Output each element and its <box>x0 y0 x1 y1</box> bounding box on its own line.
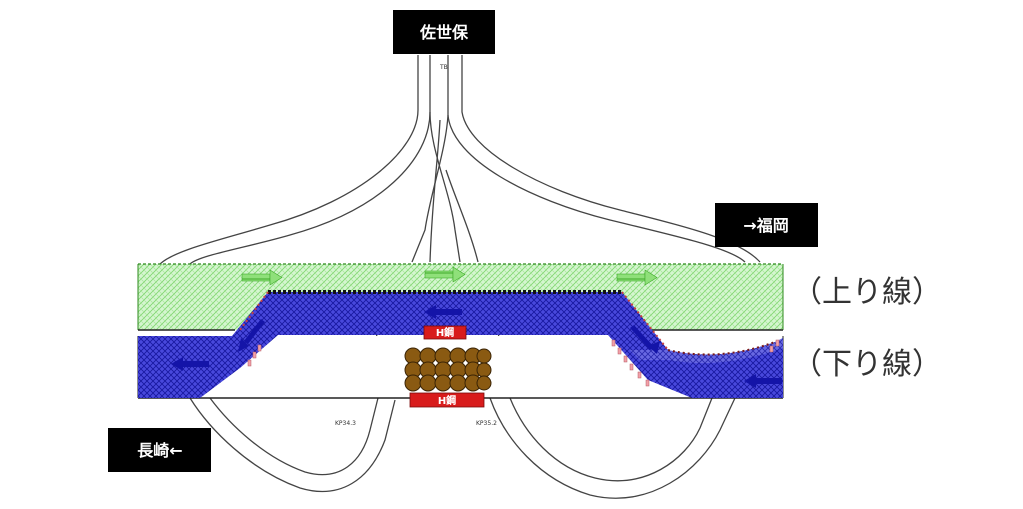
fukuoka-label: →福岡 <box>743 216 788 235</box>
sasebo-label: 佐世保 <box>419 23 469 42</box>
green-right-arrow-icon <box>241 269 283 286</box>
sandbag-pile-icon <box>404 347 492 392</box>
contraflow-zone <box>138 292 783 398</box>
down-line-label: （下り線） <box>792 347 942 382</box>
tb-label: TB <box>439 64 448 71</box>
svg-text:H鋼: H鋼 <box>438 394 456 407</box>
h-beam-upper: H鋼 <box>423 325 467 340</box>
nagasaki-box: 長崎← <box>108 428 211 472</box>
fukuoka-box: →福岡 <box>715 203 818 247</box>
blue-left-arrow-icon <box>424 305 462 319</box>
svg-text:H鋼: H鋼 <box>436 326 454 339</box>
upper-road-network <box>159 55 761 265</box>
h-beam-lower: H鋼 <box>409 392 485 408</box>
blue-left-arrow-icon <box>171 357 209 371</box>
green-right-arrow-icon <box>616 269 658 286</box>
blue-diagonal-arrow-icon <box>630 325 660 354</box>
blue-diagonal-arrow-icon <box>238 319 265 352</box>
up-line-label: （上り線） <box>792 275 942 310</box>
green-right-arrow-icon <box>424 266 466 283</box>
blue-left-arrow-icon <box>744 374 782 388</box>
ramp-right-label: KP35.2 <box>476 420 497 427</box>
cone-markers <box>247 339 780 387</box>
sasebo-box: 佐世保 <box>393 10 495 54</box>
nagasaki-label: 長崎← <box>137 441 182 460</box>
ramp-left-label: KP34.3 <box>335 420 356 427</box>
